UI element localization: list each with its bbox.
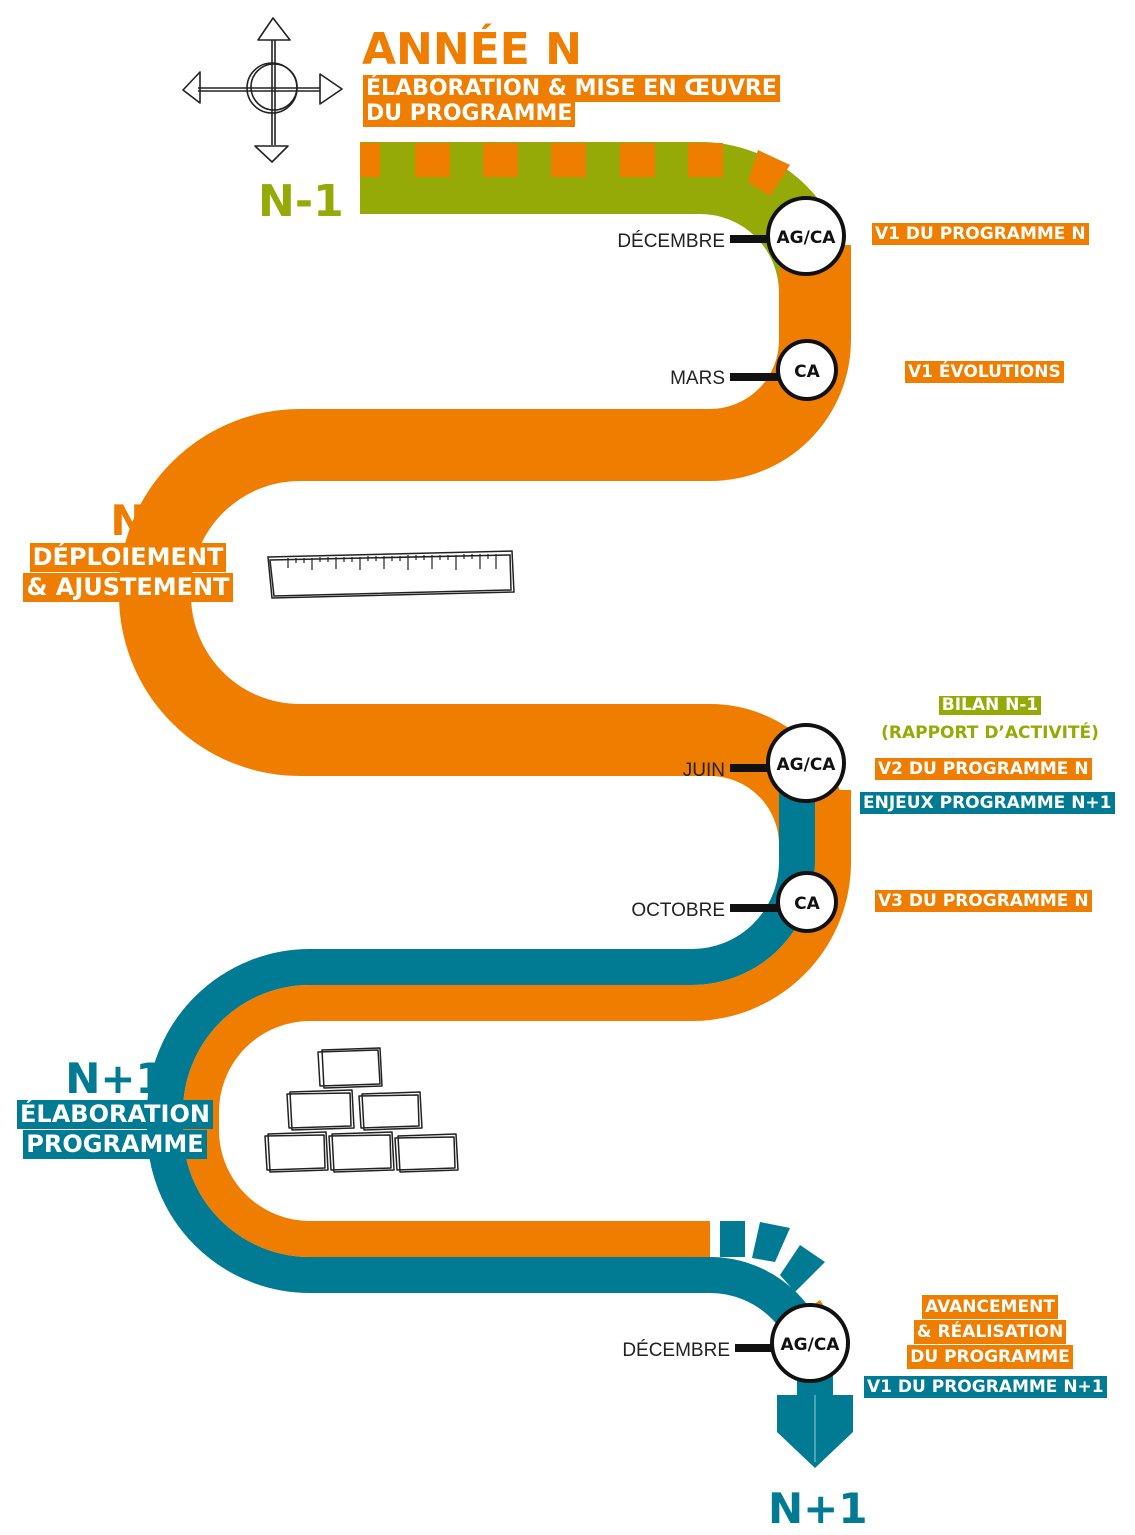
annotation-juin-enjeux: ENJEUX PROGRAMME N+1 xyxy=(860,792,1115,814)
stage-current-line2: & AJUSTEMENT xyxy=(23,573,233,602)
annotation-dec2-avancement: AVANCEMENT & RÉALISATION DU PROGRAMME xyxy=(860,1295,1120,1370)
annotation-dec1-tag: V1 DU PROGRAMME N xyxy=(872,223,1089,245)
annotation-text: DU PROGRAMME N xyxy=(908,759,1089,779)
annotation-bilan: BILAN N-1 xyxy=(938,696,1042,715)
annotation-text: DU PROGRAMME N xyxy=(908,891,1089,911)
road-segment-prev-year xyxy=(360,142,851,295)
annotation-strong: V1 xyxy=(875,224,900,244)
road-segment-year-n xyxy=(119,245,851,847)
annotation-juin-rapport: (RAPPORT D’ACTIVITÉ) xyxy=(881,723,1099,743)
node-label: CA xyxy=(794,894,820,914)
stage-next: N+1 xyxy=(5,1058,225,1100)
milestone-node-dec1: AG/CA xyxy=(766,196,846,276)
milestone-ticks xyxy=(730,235,782,1352)
node-label: AG/CA xyxy=(781,1335,841,1355)
annotation-oct: V3 DU PROGRAMME N xyxy=(875,890,1092,912)
milestone-node-oct: CA xyxy=(776,871,838,933)
month-label: DÉCEMBRE xyxy=(622,1340,730,1361)
milestone-node-dec2: AG/CA xyxy=(770,1303,850,1383)
annotation-juin-enjeux-tag: ENJEUX PROGRAMME N+1 xyxy=(860,792,1115,814)
annotation-text: DU PROGRAMME N+1 xyxy=(897,1377,1104,1397)
stage-current-title: N xyxy=(110,496,146,545)
header-subtitle-line1: ÉLABORATION & MISE EN ŒUVRE xyxy=(363,75,780,102)
stage-next-title: N+1 xyxy=(65,1054,165,1103)
annotation-dec2-v1: V1 DU PROGRAMME N+1 xyxy=(864,1376,1107,1398)
month-label: MARS xyxy=(670,368,725,389)
annotation-av-line3: DU PROGRAMME xyxy=(907,1345,1073,1369)
annotation-oct-tag: V3 DU PROGRAMME N xyxy=(875,890,1092,912)
annotation-juin-v2: V2 DU PROGRAMME N xyxy=(875,758,1092,780)
annotation-av-line1: AVANCEMENT xyxy=(922,1295,1058,1319)
milestone-node-juin: AG/CA xyxy=(766,723,846,803)
compass-icon xyxy=(182,17,343,163)
annotation-juin-bilan: BILAN N-1 xyxy=(855,696,1125,716)
annotation-mars: V1 ÉVOLUTIONS xyxy=(905,361,1064,383)
stage-current-line1: DÉPLOIEMENT xyxy=(29,543,227,572)
road-segment-next-year xyxy=(147,790,853,1468)
stage-end-label: N+1 xyxy=(768,1484,868,1533)
annotation-av-line2: & RÉALISATION xyxy=(913,1320,1067,1344)
annotation-strong: V2 xyxy=(878,759,903,779)
header-subtitle-line2: DU PROGRAMME xyxy=(363,100,576,127)
milestone-node-mars: CA xyxy=(776,339,838,401)
annotation-strong: V1 xyxy=(867,1377,892,1397)
month-label: JUIN xyxy=(682,760,725,781)
stage-prev-label: N-1 xyxy=(258,176,344,227)
stage-current: N xyxy=(18,500,238,542)
annotation-juin-v2-tag: V2 DU PROGRAMME N xyxy=(875,758,1092,780)
page-title: ANNÉE N xyxy=(362,24,582,75)
node-label: CA xyxy=(794,362,820,382)
stage-current-subtitle: DÉPLOIEMENT & AJUSTEMENT xyxy=(18,543,238,603)
stage-next-line1: ÉLABORATION xyxy=(17,1100,213,1129)
annotation-strong: V3 xyxy=(878,891,903,911)
annotation-dec2-v1-tag: V1 DU PROGRAMME N+1 xyxy=(864,1376,1107,1398)
annotation-text: ÉVOLUTIONS xyxy=(938,362,1061,382)
node-label: AG/CA xyxy=(777,228,837,248)
annotation-text: DU PROGRAMME N xyxy=(905,224,1086,244)
ruler-icon xyxy=(267,550,515,599)
annotation-text: PROGRAMME N+1 xyxy=(939,793,1112,813)
month-label: DÉCEMBRE xyxy=(617,231,725,252)
annotation-mars-tag: V1 ÉVOLUTIONS xyxy=(905,361,1064,383)
stage-next-line2: PROGRAMME xyxy=(23,1130,207,1159)
node-label: AG/CA xyxy=(777,755,837,775)
month-label: OCTOBRE xyxy=(631,900,725,921)
annotation-dec1: V1 DU PROGRAMME N xyxy=(872,223,1089,245)
stage-next-subtitle: ÉLABORATION PROGRAMME xyxy=(5,1100,225,1160)
annotation-strong: V1 xyxy=(908,362,933,382)
header-subtitle: ÉLABORATION & MISE EN ŒUVRE DU PROGRAMME xyxy=(363,75,780,127)
annotation-strong: ENJEUX xyxy=(863,793,934,813)
bricks-icon xyxy=(264,1047,459,1173)
